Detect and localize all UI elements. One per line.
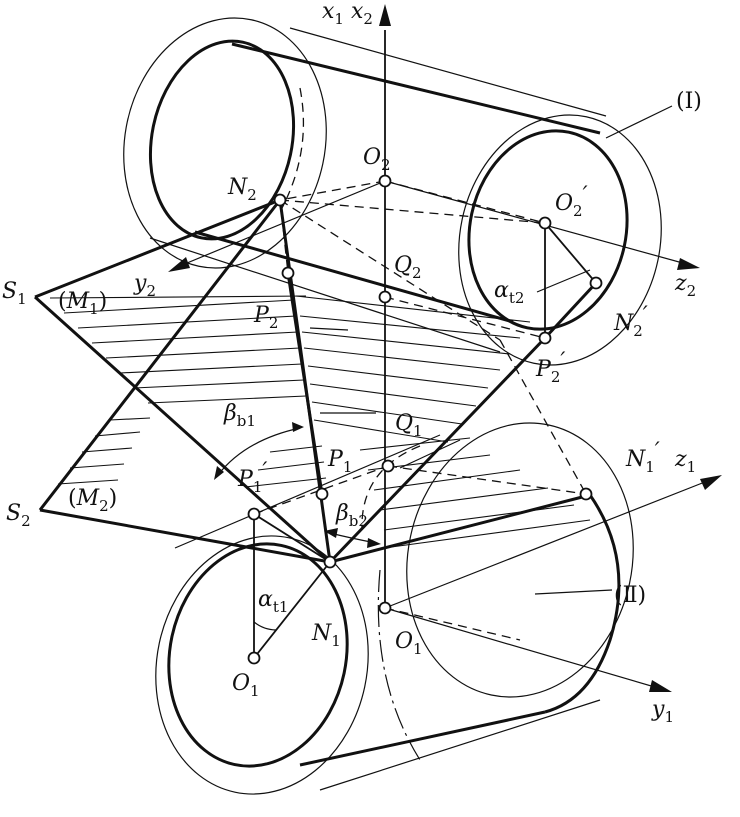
point-O2 [378, 174, 392, 188]
label-y2: y2 [133, 271, 156, 300]
label-z1: z1 [674, 447, 696, 476]
points [247, 174, 603, 665]
label-N2: N2 [227, 175, 257, 204]
label-S2: S2 [6, 501, 31, 530]
label-O1: O1 [232, 671, 260, 700]
point-O2-prime [538, 216, 552, 230]
labels: x1 x2 O2 N2 O2′ Q2 P2 N2′ P2′ Q1 P1 P1′ … [2, 0, 702, 726]
label-N1: N1 [311, 621, 341, 650]
lower-cylinder [155, 422, 634, 795]
label-N1-prime: N1′ [625, 439, 660, 476]
label-O2-prime: O2′ [555, 183, 588, 220]
label-P1-prime: P1′ [237, 459, 267, 496]
point-O1-axis [378, 601, 392, 615]
plane-M1-hatching [49, 295, 531, 443]
label-beta-b2: βb2 [335, 501, 368, 530]
point-P2 [281, 266, 295, 280]
label-alpha-t1: αt1 [258, 587, 288, 616]
label-roman-II: (Ⅱ) [614, 583, 646, 608]
point-P1-prime [247, 507, 261, 521]
point-N1-prime [579, 487, 593, 501]
label-roman-I: (Ⅰ) [676, 89, 702, 114]
point-O1 [247, 651, 261, 665]
point-N2 [273, 193, 287, 207]
label-N2-prime: N2′ [613, 303, 648, 340]
upper-cylinder [123, 17, 662, 366]
label-M1: (M1) [58, 289, 107, 318]
label-M2: (M2) [68, 486, 117, 515]
beta-arcs [214, 422, 381, 548]
point-Q1 [381, 459, 395, 473]
label-P2-prime: P2′ [535, 349, 565, 386]
point-Q2 [378, 290, 392, 304]
label-P1: P1 [327, 447, 352, 476]
label-Q2: Q2 [394, 253, 422, 282]
point-P2-prime [538, 331, 552, 345]
label-x1x2: x1 x2 [322, 0, 373, 28]
label-S1: S1 [2, 279, 27, 308]
plane-outlines [33, 198, 598, 564]
label-beta-b1: βb1 [223, 401, 256, 430]
dashed-lines [253, 180, 587, 641]
label-Q1: Q1 [395, 411, 423, 440]
point-P1 [315, 487, 329, 501]
radius-lines [253, 105, 673, 659]
label-alpha-t2: αt2 [494, 278, 524, 307]
label-z2: z2 [674, 271, 696, 300]
label-P2: P2 [253, 303, 278, 332]
point-N2-prime [589, 276, 603, 290]
label-y1: y1 [651, 697, 674, 726]
point-N1 [323, 555, 337, 569]
label-O1-axis: O1 [395, 629, 423, 658]
label-O2: O2 [363, 145, 391, 174]
